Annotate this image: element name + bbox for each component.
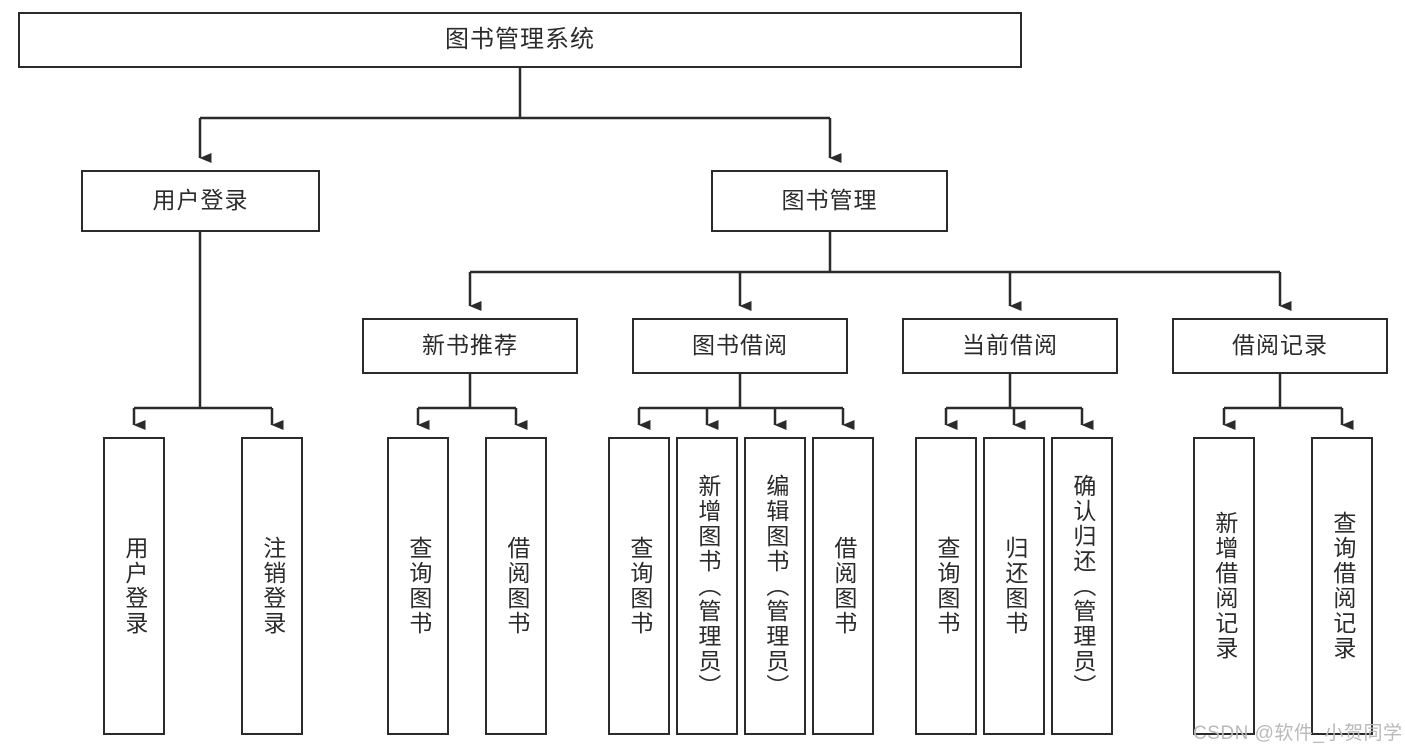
node-book-borrow-label: 图书借阅 [692,332,788,359]
node-leaf-label: 查询图书 [405,536,432,636]
node-new-book-recommend[interactable]: 新书推荐 [362,318,578,374]
node-leaf-label: 新增借阅记录 [1211,511,1238,661]
node-leaf-edit-book-admin[interactable]: 编辑图书（管理员） [744,437,806,735]
node-current-borrow-label: 当前借阅 [962,332,1058,359]
node-leaf-return-book[interactable]: 归还图书 [983,437,1045,735]
node-leaf-label: 新增图书（管理员） [694,473,721,699]
csdn-watermark: CSDN @软件_小贺同学 [1193,723,1403,744]
node-leaf-label: 查询图书 [933,536,960,636]
node-borrow-record-label: 借阅记录 [1232,332,1328,359]
node-current-borrow[interactable]: 当前借阅 [902,318,1118,374]
node-leaf-label: 归还图书 [1001,536,1028,636]
node-leaf-user-logout[interactable]: 注销登录 [241,437,303,735]
node-user-login-label: 用户登录 [152,187,249,214]
node-leaf-add-book-admin[interactable]: 新增图书（管理员） [676,437,738,735]
node-leaf-confirm-return-admin[interactable]: 确认归还（管理员） [1051,437,1113,735]
node-new-book-recommend-label: 新书推荐 [422,332,518,359]
node-leaf-borrow-book[interactable]: 借阅图书 [812,437,874,735]
node-leaf-label: 借阅图书 [503,536,530,636]
node-leaf-label: 用户登录 [121,536,148,636]
node-leaf-user-login[interactable]: 用户登录 [103,437,165,735]
node-leaf-query-book-borrow[interactable]: 查询图书 [608,437,670,735]
node-book-borrow[interactable]: 图书借阅 [632,318,848,374]
node-book-management[interactable]: 图书管理 [711,170,948,232]
node-leaf-borrow-book-rec[interactable]: 借阅图书 [485,437,547,735]
node-user-login[interactable]: 用户登录 [81,170,320,232]
node-leaf-label: 查询借阅记录 [1329,511,1356,661]
node-leaf-label: 查询图书 [626,536,653,636]
node-leaf-label: 编辑图书（管理员） [762,473,789,699]
node-root[interactable]: 图书管理系统 [18,12,1022,68]
node-book-management-label: 图书管理 [781,187,878,214]
node-leaf-label: 借阅图书 [830,536,857,636]
node-leaf-add-borrow-record[interactable]: 新增借阅记录 [1193,437,1255,735]
node-leaf-label: 注销登录 [259,536,286,636]
node-leaf-query-book-rec[interactable]: 查询图书 [387,437,449,735]
node-root-label: 图书管理系统 [445,25,595,53]
node-leaf-query-book-current[interactable]: 查询图书 [915,437,977,735]
node-borrow-record[interactable]: 借阅记录 [1172,318,1388,374]
node-leaf-label: 确认归还（管理员） [1069,473,1096,699]
node-leaf-query-borrow-record[interactable]: 查询借阅记录 [1311,437,1373,735]
